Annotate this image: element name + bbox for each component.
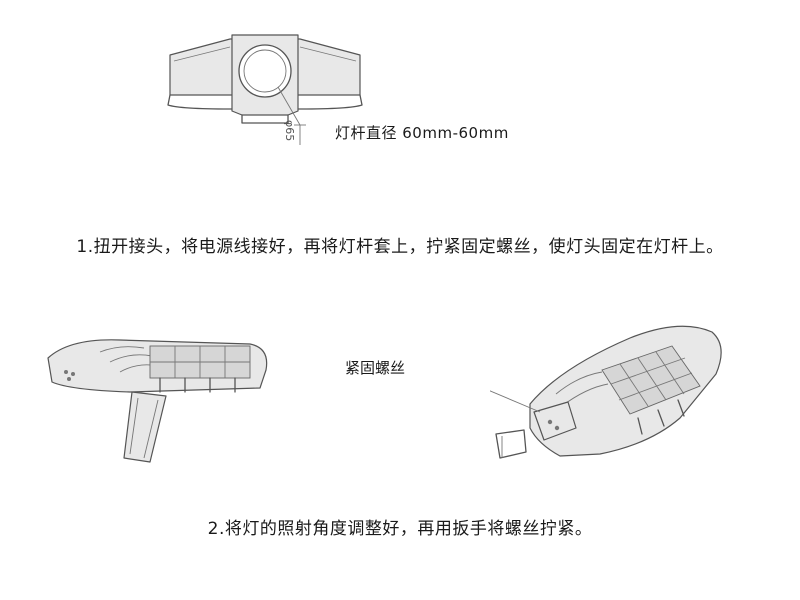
- fixing-screw-label: 紧固螺丝: [345, 359, 406, 377]
- step-2-instruction: 2.将灯的照射角度调整好，再用扳手将螺丝拧紧。: [207, 519, 593, 539]
- pole-diameter-caption: 灯杆直径 60mm-60mm: [335, 124, 509, 142]
- step-1-instruction: 1.扭开接头，将电源线接好，再将灯杆套上，拧紧固定螺丝，使灯头固定在灯杆上。: [76, 237, 724, 257]
- diameter-dimension-label: φ65: [283, 120, 296, 142]
- lamp-head-front-view: [167, 34, 363, 145]
- lamp-view-with-fixing-screw: [490, 325, 722, 459]
- lamp-side-view-with-arm: [47, 339, 268, 463]
